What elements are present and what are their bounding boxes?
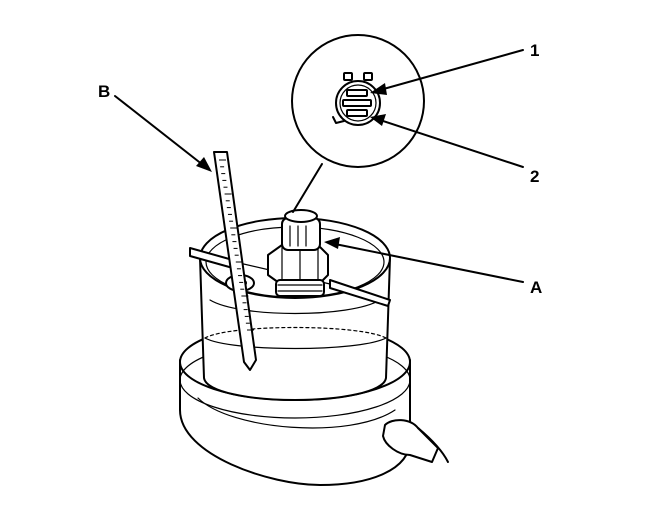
connector-detail [291, 34, 425, 213]
callout-label-b: B [98, 82, 110, 101]
leader-lines [114, 49, 524, 283]
thermometer [213, 151, 257, 371]
callout-label-a: A [530, 278, 542, 297]
thermometer-scale-ticks [219, 159, 254, 331]
terminal-2 [346, 109, 368, 117]
callout-label-2: 2 [530, 167, 539, 186]
power-cord [382, 419, 449, 463]
callout-label-1: 1 [530, 41, 539, 60]
terminal-1 [346, 89, 368, 97]
temperature-sensor [267, 209, 329, 297]
